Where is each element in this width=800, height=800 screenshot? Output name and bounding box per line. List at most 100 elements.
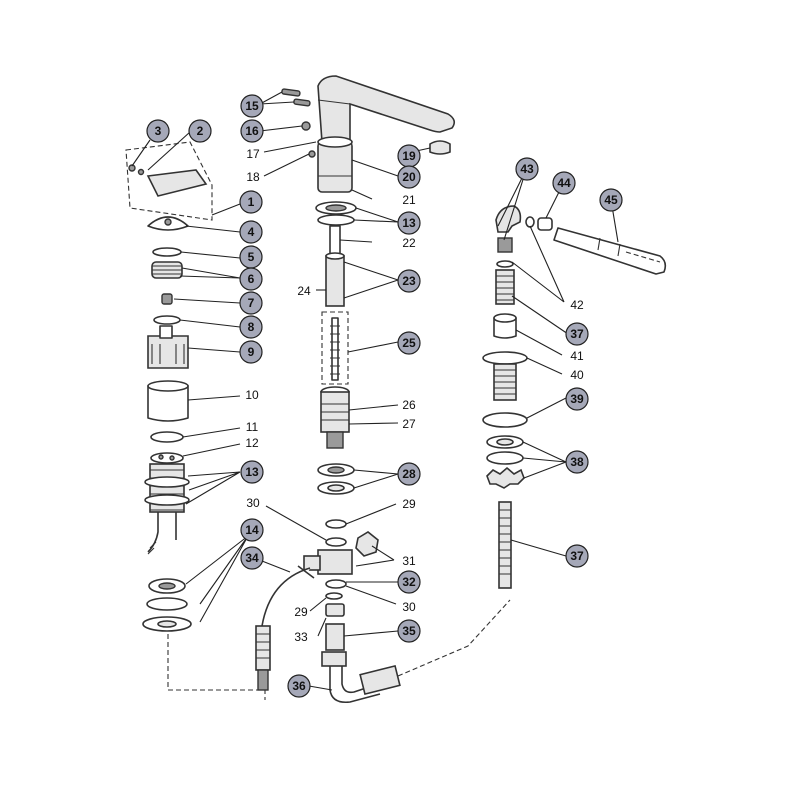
tube-part — [325, 255, 345, 307]
svg-text:4: 4 — [248, 225, 255, 239]
seal-ring-part — [153, 315, 181, 325]
clip-ring-part — [496, 260, 514, 268]
elbow-part — [495, 205, 522, 233]
svg-text:11: 11 — [246, 420, 259, 434]
lever-cover-part — [146, 169, 208, 197]
flange-part — [482, 351, 528, 365]
callout-23: 23 — [397, 269, 421, 293]
callout-3: 3 — [146, 119, 170, 143]
svg-text:41: 41 — [570, 349, 584, 363]
svg-text:16: 16 — [245, 124, 259, 138]
callout-32: 32 — [397, 570, 421, 594]
spring-part — [495, 269, 515, 305]
callout-29-upper: 29 — [402, 497, 416, 511]
pipe-coupling — [359, 664, 401, 696]
callout-31: 31 — [402, 554, 416, 568]
o-ring-center — [325, 519, 347, 529]
right-washer-b — [486, 451, 524, 465]
callouts: 1 2 3 4 5 6 7 8 9 10 11 12 13 13 14 15 1… — [146, 94, 623, 698]
svg-text:29: 29 — [402, 497, 416, 511]
callout-38: 38 — [565, 450, 589, 474]
pin-part-b — [293, 98, 311, 107]
callout-10: 10 — [245, 388, 259, 402]
svg-text:10: 10 — [245, 388, 259, 402]
screw-part — [301, 121, 311, 131]
mounting-washer-b — [146, 597, 188, 611]
callout-45: 45 — [599, 188, 623, 212]
spout-part — [317, 75, 456, 146]
callout-7: 7 — [239, 291, 263, 315]
callout-33: 33 — [294, 630, 308, 644]
callout-12: 12 — [245, 436, 259, 450]
svg-text:31: 31 — [402, 554, 416, 568]
svg-text:25: 25 — [402, 336, 416, 350]
center-assembly — [255, 75, 511, 704]
callout-13-left: 13 — [240, 460, 264, 484]
hose-tail-part — [147, 512, 159, 553]
callout-30-upper: 30 — [246, 496, 260, 510]
braided-hose-part — [261, 567, 311, 676]
callout-39: 39 — [565, 387, 589, 411]
base-ring-part — [150, 431, 184, 443]
valve-hole-b — [169, 455, 175, 461]
callout-9: 9 — [239, 340, 263, 364]
svg-text:21: 21 — [402, 193, 416, 207]
svg-text:17: 17 — [246, 147, 260, 161]
elbow-nut — [497, 237, 513, 253]
callout-8: 8 — [239, 315, 263, 339]
svg-text:15: 15 — [245, 99, 259, 113]
callout-4: 4 — [239, 220, 263, 244]
cap-nut-part — [355, 531, 379, 557]
callout-42: 42 — [570, 298, 584, 312]
callout-19: 19 — [397, 144, 421, 168]
aerator-part — [429, 140, 451, 155]
lower-nut-part — [325, 603, 345, 617]
callout-37-lower: 37 — [565, 544, 589, 568]
pin-part-a — [281, 88, 301, 97]
callout-27: 27 — [402, 417, 416, 431]
callout-17: 17 — [246, 147, 260, 161]
callout-22: 22 — [402, 236, 416, 250]
star-washer-part — [486, 466, 525, 489]
svg-text:45: 45 — [604, 193, 618, 207]
connector-ring-part — [537, 217, 553, 231]
nut-base — [326, 431, 344, 449]
right-assembly — [482, 205, 667, 589]
svg-text:38: 38 — [570, 455, 584, 469]
o-ring-lower — [325, 579, 347, 589]
callout-20: 20 — [397, 165, 421, 189]
svg-text:34: 34 — [245, 551, 259, 565]
svg-text:18: 18 — [246, 170, 260, 184]
svg-text:44: 44 — [557, 176, 571, 190]
callout-25: 25 — [397, 331, 421, 355]
callout-30-lower: 30 — [402, 600, 416, 614]
callout-35: 35 — [397, 619, 421, 643]
svg-text:36: 36 — [292, 679, 306, 693]
o-ring-part — [152, 247, 182, 257]
small-ring-lower — [325, 592, 343, 600]
svg-text:30: 30 — [402, 600, 416, 614]
callout-28: 28 — [397, 462, 421, 486]
svg-text:30: 30 — [246, 496, 260, 510]
body-sleeve-part — [317, 141, 353, 193]
threaded-rod-outline — [321, 311, 349, 385]
valve-hole-a — [158, 454, 164, 460]
svg-text:37: 37 — [570, 327, 584, 341]
center-washer-b — [317, 214, 355, 226]
leader-lines — [131, 91, 619, 691]
shank-washer-a — [144, 476, 190, 488]
callout-18: 18 — [246, 170, 260, 184]
svg-text:12: 12 — [245, 436, 259, 450]
callout-36: 36 — [287, 674, 311, 698]
grub-screw-part-2 — [137, 168, 145, 176]
cartridge-stem — [159, 325, 173, 339]
svg-text:7: 7 — [248, 296, 255, 310]
svg-text:39: 39 — [570, 392, 584, 406]
small-nut-part — [161, 293, 173, 305]
small-screw-part — [308, 150, 316, 158]
sleeve-top — [147, 380, 189, 392]
svg-text:35: 35 — [402, 624, 416, 638]
callout-1: 1 — [239, 190, 263, 214]
svg-text:1: 1 — [248, 195, 255, 209]
